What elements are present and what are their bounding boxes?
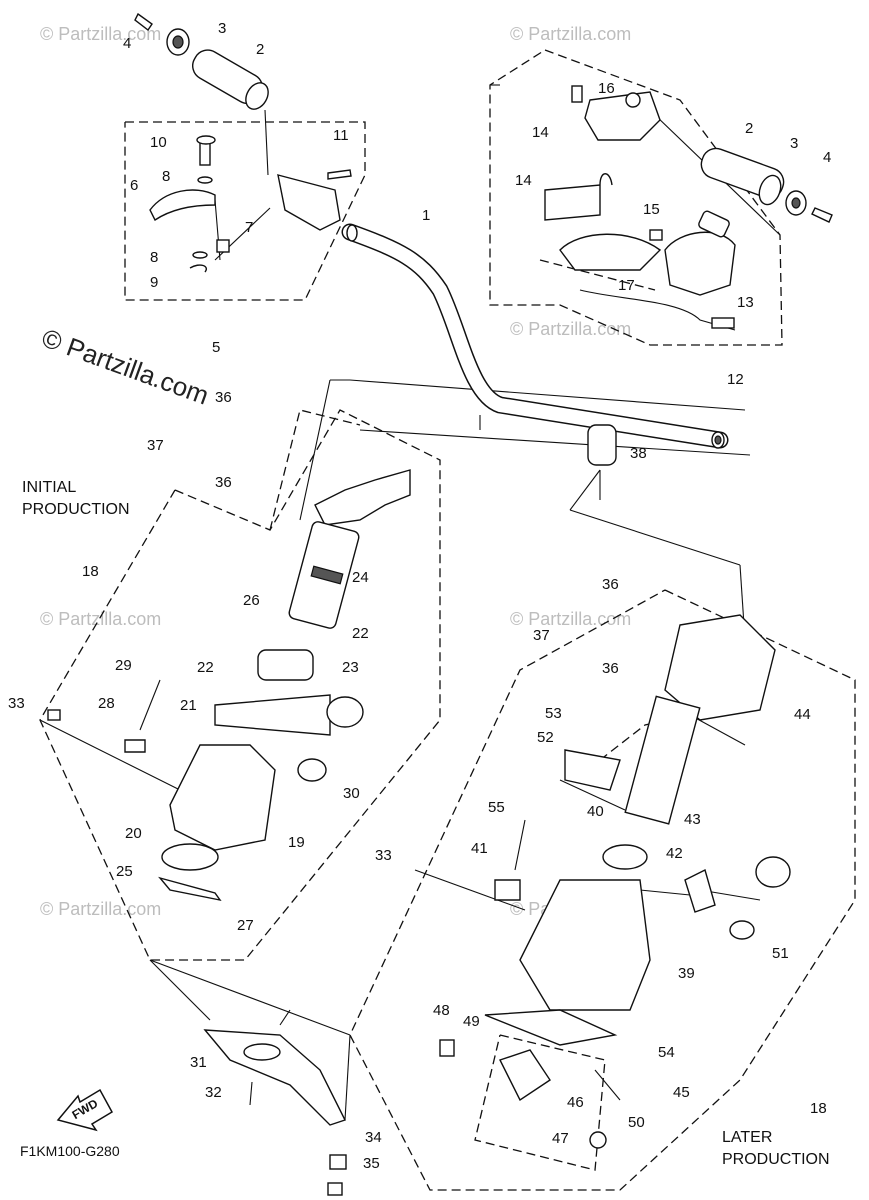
callout: 10 [150, 134, 167, 151]
callout: 18 [82, 563, 99, 580]
later-production-box [349, 589, 856, 1191]
fwd-arrow-icon: FWD [56, 1088, 114, 1132]
initial-production-box [39, 409, 441, 961]
callout: 8 [150, 249, 158, 266]
bushing-38 [587, 424, 617, 466]
callout: 43 [684, 811, 701, 828]
callout: 35 [363, 1155, 380, 1172]
callout: 26 [243, 592, 260, 609]
callout: 5 [212, 339, 220, 356]
callout: 13 [737, 294, 754, 311]
callout: 11 [333, 127, 349, 144]
callout: 3 [790, 135, 798, 152]
callout: 17 [618, 277, 635, 294]
callout: 28 [98, 695, 115, 712]
callout: 9 [150, 274, 158, 291]
bracket-parts [203, 1029, 347, 1196]
note-later-line1: LATER [722, 1129, 772, 1146]
callout: 18 [810, 1100, 827, 1117]
callout: 50 [628, 1114, 645, 1131]
callout: 45 [673, 1084, 690, 1101]
callout: 8 [162, 168, 170, 185]
callout: 20 [125, 825, 142, 842]
callout: 52 [537, 729, 554, 746]
callout: 36 [215, 389, 232, 406]
initial-steering-parts [47, 469, 411, 902]
callout: 32 [205, 1084, 222, 1101]
leader-lines [39, 84, 781, 1121]
callout-labels: 1 2 3 4 5 6 7 8 8 9 10 11 12 13 14 14 15… [8, 20, 831, 1172]
callout: 36 [215, 474, 232, 491]
callout: 46 [567, 1094, 584, 1111]
diagram-code: F1KM100-G280 [20, 1143, 120, 1159]
note-initial-line2: PRODUCTION [22, 501, 130, 518]
callout: 24 [352, 569, 369, 586]
callout: 49 [463, 1013, 480, 1030]
note-initial-line1: INITIAL [22, 479, 76, 496]
switch-45-box [474, 1034, 606, 1171]
callout: 19 [288, 834, 305, 851]
callout: 53 [545, 705, 562, 722]
callout: 3 [218, 20, 226, 37]
callout: 38 [630, 445, 647, 462]
note-later-line2: PRODUCTION [722, 1151, 830, 1168]
callout: 2 [745, 120, 753, 137]
callout: 31 [190, 1054, 207, 1071]
callout: 14 [532, 124, 549, 141]
callout: 36 [602, 576, 619, 593]
switch-box-inner [539, 259, 656, 291]
lever-box [124, 121, 366, 301]
callout: 15 [643, 201, 660, 218]
watermark-faint: © Partzilla.com [40, 609, 161, 629]
callout: 2 [256, 41, 264, 58]
callout: 4 [823, 149, 831, 166]
callout: 22 [352, 625, 369, 642]
callout: 41 [471, 840, 488, 857]
later-steering-parts [439, 614, 791, 1149]
watermark-main: © Partzilla.com [38, 322, 213, 410]
callout: 14 [515, 172, 532, 189]
callout: 22 [197, 659, 214, 676]
callout: 33 [375, 847, 392, 864]
callout: 42 [666, 845, 683, 862]
callout: 48 [433, 1002, 450, 1019]
callout: 40 [587, 803, 604, 820]
callout: 30 [343, 785, 360, 802]
watermark-faint: © Partzilla.com [40, 899, 161, 919]
watermark-faint: © Partzilla.com [510, 609, 631, 629]
callout: 33 [8, 695, 25, 712]
callout: 34 [365, 1129, 382, 1146]
handlebar-part [341, 223, 729, 449]
callout: 4 [123, 35, 131, 52]
callout: 29 [115, 657, 132, 674]
watermark-faint: © Partzilla.com [40, 24, 161, 44]
callout: 16 [598, 80, 615, 97]
callout: 55 [488, 799, 505, 816]
callout: 47 [552, 1130, 569, 1147]
callout: 44 [794, 706, 811, 723]
callout: 23 [342, 659, 359, 676]
callout: 12 [727, 371, 744, 388]
callout: 54 [658, 1044, 675, 1061]
watermark-faint: © Partzilla.com [510, 24, 631, 44]
left-grip-parts [134, 12, 352, 273]
callout: 36 [602, 660, 619, 677]
callout: 1 [422, 207, 430, 224]
callout: 21 [180, 697, 197, 714]
callout: 51 [772, 945, 789, 962]
callout: 6 [130, 177, 138, 194]
callout: 7 [245, 219, 253, 236]
group-boxes [39, 49, 856, 1191]
watermark-faint: © Partzilla.com [510, 319, 631, 339]
right-switch-parts [544, 85, 833, 331]
switch-box [489, 49, 783, 346]
callout: 37 [147, 437, 164, 454]
callout: 27 [237, 917, 254, 934]
callout: 37 [533, 627, 550, 644]
faint-watermarks: © Partzilla.com © Partzilla.com © Partzi… [40, 24, 631, 919]
callout: 39 [678, 965, 695, 982]
callout: 25 [116, 863, 133, 880]
